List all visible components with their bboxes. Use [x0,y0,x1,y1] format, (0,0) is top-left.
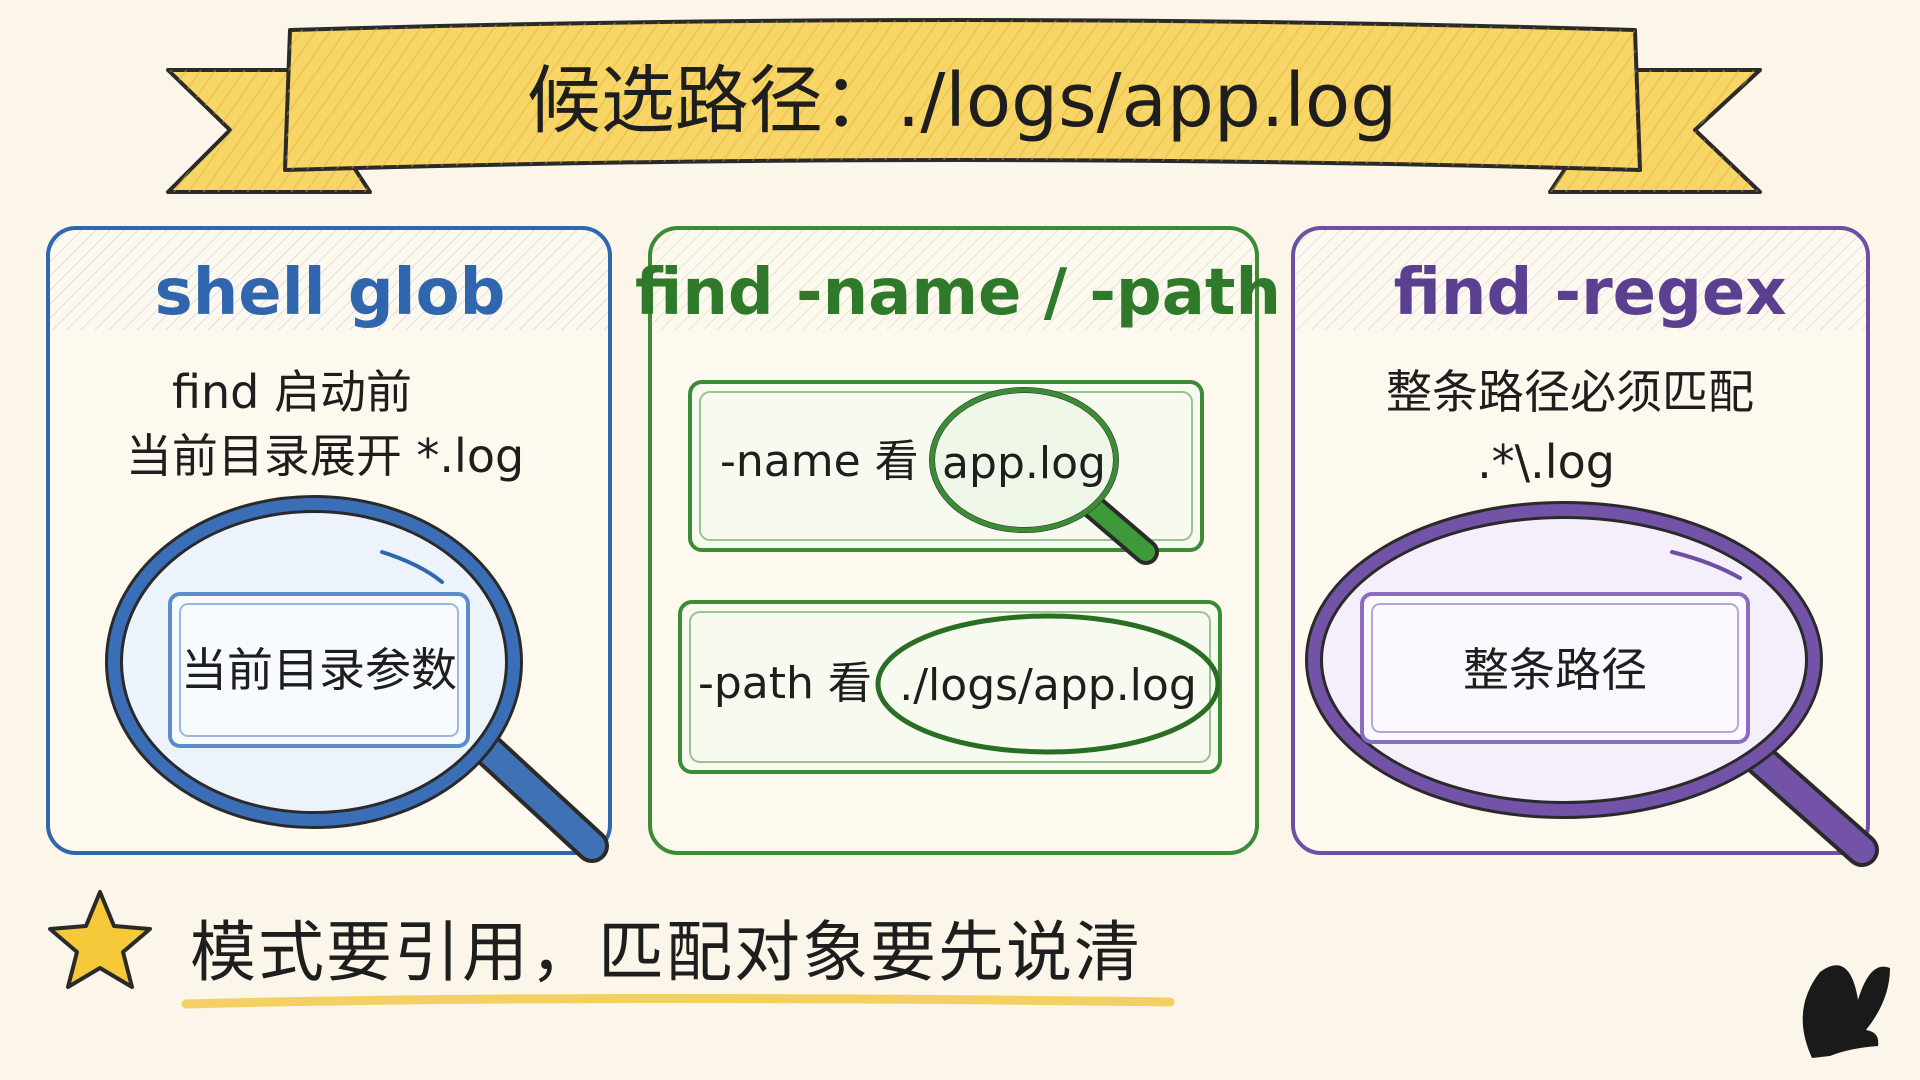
panel-line: 当前目录展开 *.log [126,429,524,483]
panel-line: 整条路径必须匹配 [1386,365,1754,419]
row-prefix: -path 看 [698,658,872,709]
panel-shell-glob: shell glob find 启动前 当前目录展开 *.log 当前目录参数 [46,226,612,863]
name-row: -name 看 app.log [688,380,1204,565]
footer-note: 模式要引用，匹配对象要先说清 [48,890,1175,1009]
panel-chip: 当前目录参数 [181,643,457,697]
highlight-ellipse [875,613,1221,755]
path-row: -path 看 ./logs/app.log [678,600,1222,774]
panel-heading: find -name / -path [635,256,1281,330]
panel-heading: find -regex [1393,256,1786,330]
page-title: 候选路径：./logs/app.log [527,58,1397,144]
magnifier-icon [929,387,1159,565]
title-banner: 候选路径：./logs/app.log [166,18,1762,194]
butterfly-icon [1802,965,1890,1058]
panel-line: find 启动前 [172,365,412,419]
row-target: ./logs/app.log [899,660,1197,711]
star-icon [48,890,152,989]
row-prefix: -name 看 [720,436,919,487]
row-target: app.log [942,438,1106,489]
panel-line: .*\.log [1477,435,1615,489]
panel-find-regex: find -regex 整条路径必须匹配 .*\.log 整条路径 [1291,226,1879,867]
footer-text: 模式要引用，匹配对象要先说清 [190,914,1142,991]
panel-chip: 整条路径 [1463,643,1647,697]
panel-heading: shell glob [155,256,506,330]
panel-find-name-path: find -name / -path -name 看 app.log -path… [635,226,1281,855]
